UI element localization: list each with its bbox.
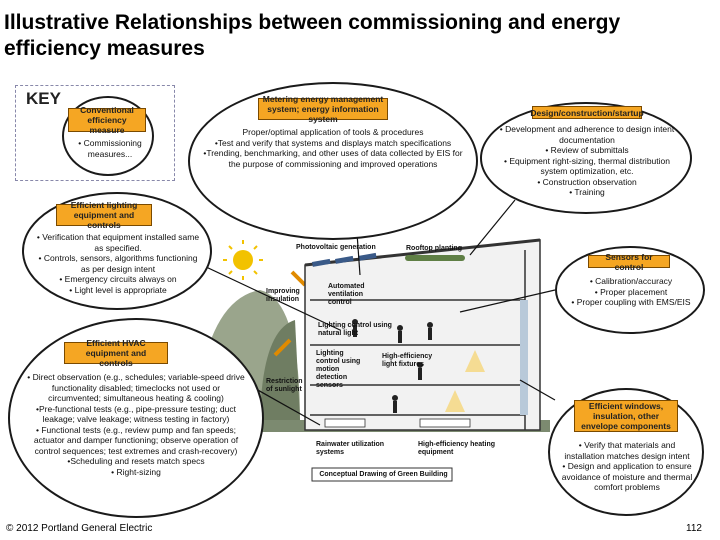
pv-label: Photovoltaic generation [296, 244, 376, 251]
lighting-item: • Emergency circuits always on [59, 274, 177, 284]
windows-item: • Verify that materials and installation… [564, 440, 690, 461]
sensors-item: • Calibration/accuracy [589, 276, 673, 286]
key-label: KEY [26, 89, 61, 108]
hvac-item: • Direct observation (e.g., schedules; v… [27, 372, 245, 403]
heating-label: High-efficiency heating equipment [418, 441, 496, 456]
lighting-item: • Verification that equipment installed … [36, 232, 200, 253]
rooftop-plant-icon [405, 255, 465, 261]
sensors-item: • Proper coupling with EMS/EIS [571, 297, 691, 307]
key-legend: KEY [15, 85, 175, 181]
lighting-item: • Light level is appropriate [69, 284, 167, 295]
lighting-tag: Efficient lighting equipment and control… [56, 200, 152, 230]
metering-item: Proper/optimal application of tools & pr… [242, 127, 424, 137]
key-item: • Commissioning measures... [78, 138, 142, 159]
sensors-list: • Calibration/accuracy • Proper placemen… [566, 276, 696, 308]
design-ellipse [480, 102, 692, 214]
design-tag: Design/construction/startup [530, 106, 644, 119]
design-item: • Training [569, 187, 605, 197]
lighting-list: • Verification that equipment installed … [36, 232, 200, 295]
rainwater-label: Rainwater utilization systems [316, 441, 385, 456]
windows-item: • Design and application to ensure avoid… [561, 461, 693, 492]
windows-list: • Verify that materials and installation… [560, 440, 694, 493]
sensors-tag: Sensors for control [588, 252, 670, 272]
natural-light-label: Lighting control using natural light [318, 322, 392, 337]
copyright-text: © 2012 Portland General Electric [6, 523, 153, 534]
key-tag: Conventional efficiency measure [68, 105, 146, 135]
sunlight-arrow [273, 338, 292, 357]
hvac-item: •Scheduling and resets match specs [67, 456, 205, 466]
page-number: 112 [686, 523, 702, 534]
window-glass [520, 300, 528, 415]
lighting-item: • Controls, sensors, algorithms function… [38, 253, 198, 274]
design-item: • Construction observation [537, 176, 637, 187]
caption-box [311, 467, 453, 482]
page-title: Illustrative Relationships between commi… [4, 11, 621, 60]
person-figures [352, 319, 433, 413]
sun-icon [223, 240, 263, 280]
hvac-list: • Direct observation (e.g., schedules; v… [26, 372, 246, 477]
ventilation-label: Automated ventilation control [328, 283, 365, 306]
solar-panel-icon [312, 252, 377, 267]
hvac-item: • Functional tests (e.g., review pump an… [33, 424, 239, 456]
design-list: • Development and adherence to design in… [494, 124, 680, 198]
sunlight-label: Restriction of sunlight [266, 378, 303, 393]
metering-list: Proper/optimal application of tools & pr… [200, 127, 466, 169]
fixtures-label: High-efficiency light fixtures [382, 353, 433, 368]
metering-item: •Test and verify that systems and displa… [214, 137, 452, 148]
windows-tag: Efficient windows, insulation, other env… [574, 400, 678, 432]
hvac-item: • Right-sizing [111, 466, 161, 477]
metering-tag: Metering energy management system; energ… [258, 94, 388, 124]
equipment-boxes [324, 418, 471, 428]
key-list: • Commissioning measures... [72, 138, 148, 159]
hvac-tag: Efficient HVAC equipment and controls [64, 338, 168, 368]
design-item: • Development and adherence to design in… [499, 124, 675, 145]
hvac-item: •Pre-functional tests (e.g., pipe-pressu… [36, 403, 236, 425]
tree-shape [260, 320, 300, 420]
light-fixture-glow [445, 350, 485, 412]
insulation-arrow [290, 270, 307, 287]
motion-sensor-label: Lighting control using motion detection … [316, 350, 361, 389]
rooftop-label: Rooftop planting [406, 245, 462, 252]
sensors-item: • Proper placement [594, 286, 668, 297]
design-item: • Equipment right-sizing, thermal distri… [504, 155, 670, 177]
insulation-label: Improving insulation [266, 288, 300, 303]
building-caption: Conceptual Drawing of Green Building [319, 471, 448, 478]
building-frame [304, 238, 541, 431]
metering-item: •Trending, benchmarking, and other uses … [203, 148, 463, 169]
design-item: • Review of submittals [545, 145, 629, 155]
